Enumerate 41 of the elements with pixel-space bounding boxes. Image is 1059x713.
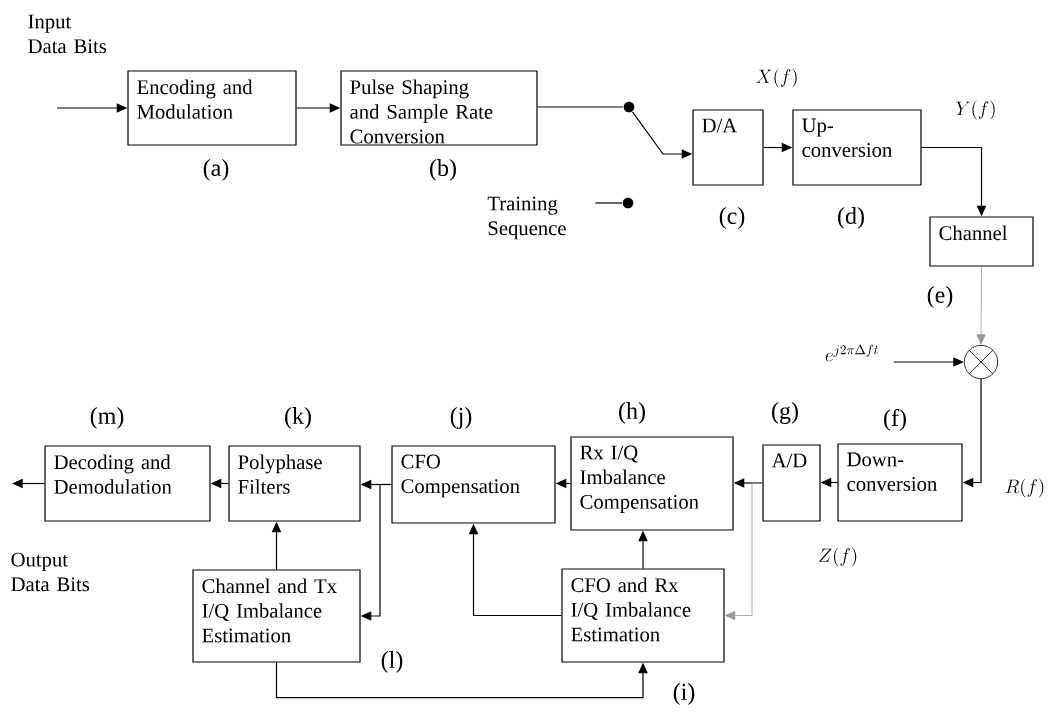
block-letter: (h): [619, 402, 645, 424]
arrow: [893, 357, 964, 367]
arrow: [976, 266, 986, 345]
block-letter: (j): [450, 407, 472, 429]
process-box: Rx I/Q Imbalance Compensation: [570, 436, 734, 531]
io-label: Output Data Bits: [11, 552, 90, 592]
process-box: CFO Compensation: [391, 445, 556, 524]
process-box: Polyphase Filters: [228, 445, 361, 522]
switch-contact: [622, 197, 634, 209]
process-box: Down-conversion: [837, 443, 963, 522]
signal-label: $Y(f)$: [956, 100, 995, 120]
block-letter: (l): [381, 651, 403, 673]
process-box: A/D: [762, 444, 821, 522]
block-letter: (k): [285, 407, 311, 429]
block-letter: (m): [90, 407, 124, 429]
switch-contact: [623, 101, 635, 113]
mixer-symbol: [963, 344, 999, 380]
block-letter: (c): [719, 207, 745, 229]
signal-label: $R(f)$: [1005, 478, 1044, 498]
block-letter: (a): [203, 159, 229, 181]
process-box: D/A: [692, 109, 764, 186]
process-box: CFO and Rx I/Q Imbalance Estimation: [561, 568, 725, 663]
block-letter: (g): [772, 402, 798, 424]
block-letter: (i): [673, 683, 695, 705]
process-box: Up-conversion: [792, 109, 922, 186]
input-label: Training Sequence: [487, 196, 566, 240]
signal-label: $Z(f)$: [819, 547, 857, 567]
process-box: Encoding and Modulation: [127, 70, 297, 146]
process-box: Channel and Tx I/Q Imbalance Estimation: [192, 569, 361, 663]
process-box: Pulse Shaping and Sample Rate Conversion: [340, 70, 538, 146]
block-letter: (f): [884, 409, 906, 431]
block-letter: (b): [430, 159, 456, 181]
process-box: Channel: [929, 216, 1034, 267]
io-label: Input Data Bits: [28, 14, 107, 54]
block-letter: (d): [838, 207, 864, 229]
process-box: Decoding and Demodulation: [44, 445, 211, 522]
oscillator-label: $e^{j2\pi\Delta f t}$: [825, 344, 879, 362]
block-letter: (e): [927, 286, 953, 308]
arrow: [275, 662, 648, 699]
signal-label: $X(f)$: [755, 68, 797, 88]
arrow: [725, 482, 763, 621]
